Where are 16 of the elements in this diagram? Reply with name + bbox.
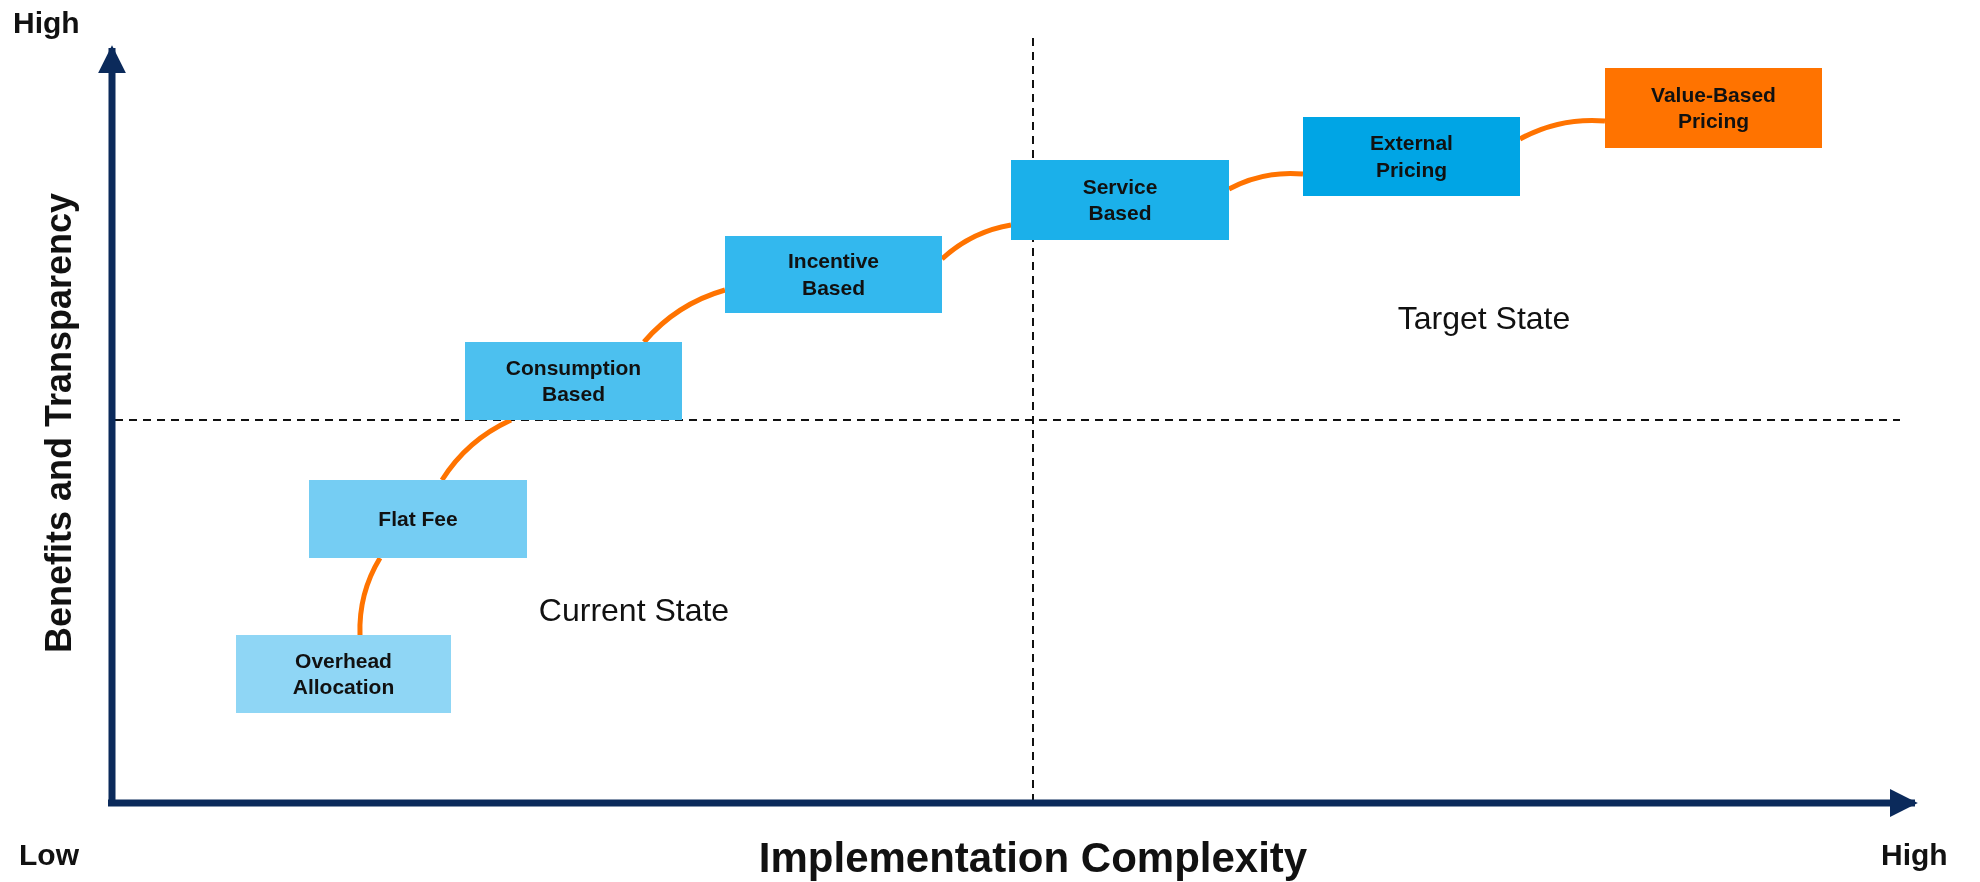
region-label: Target State [1397, 300, 1571, 337]
axis-end-label: Low [19, 838, 79, 872]
pricing-stage-box: Overhead Allocation [236, 635, 451, 713]
pricing-stage-box: Flat Fee [309, 480, 527, 558]
pricing-stage-box: Service Based [1011, 160, 1229, 240]
region-label: Current State [538, 592, 730, 629]
pricing-stage-box: External Pricing [1303, 117, 1520, 196]
axis-title: Benefits and Transparency [38, 192, 80, 654]
axis-end-label: High [1881, 838, 1948, 872]
pricing-stage-box: Consumption Based [465, 342, 682, 420]
pricing-stage-box: Incentive Based [725, 236, 942, 313]
curve-line [642, 287, 726, 344]
axis-title: Implementation Complexity [758, 834, 1308, 882]
pricing-stage-box: Value-Based Pricing [1605, 68, 1822, 148]
curve-line [357, 556, 383, 636]
axis-end-label: High [13, 6, 80, 40]
